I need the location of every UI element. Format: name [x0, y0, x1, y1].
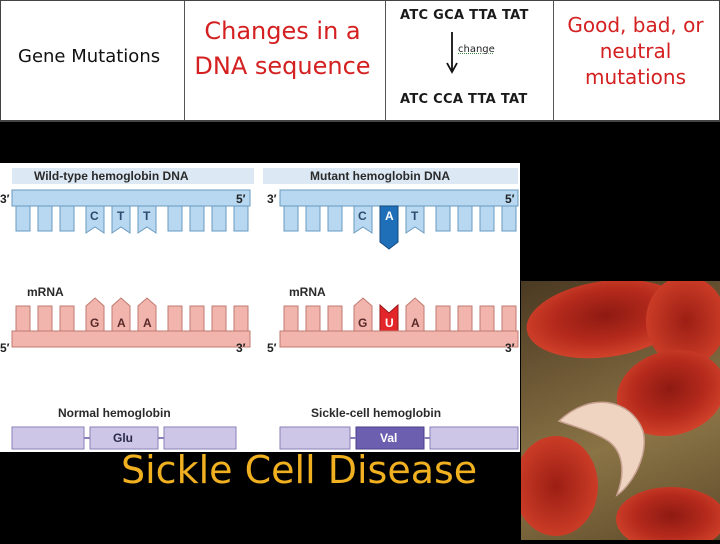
wild-mrna-base-1: G — [90, 316, 99, 330]
wild-amino-acid: Glu — [113, 431, 133, 445]
mutant-mrna-title: mRNA — [289, 285, 326, 299]
mutant-dna-base-1: C — [358, 209, 367, 223]
wild-mrna-base-2: A — [117, 316, 126, 330]
definition-table-row: Gene Mutations Changes in a DNA sequence… — [0, 0, 720, 122]
mutant-mrna-teeth — [284, 298, 516, 331]
classification-text: Good, bad, or neutral mutations — [558, 12, 713, 90]
mutated-sequence: ATC CCA TTA TAT — [400, 92, 550, 107]
wild-dna-strand — [12, 190, 250, 206]
mutant-mrna-5prime: 5′ — [267, 341, 277, 355]
sickle-cell-photo — [521, 281, 720, 540]
wild-mrna-5prime: 5′ — [0, 341, 10, 355]
rbc-left — [521, 436, 598, 536]
wild-protein-title: Normal hemoglobin — [58, 406, 171, 420]
definition-text: Changes in a DNA sequence — [190, 14, 375, 84]
wild-dna-3prime: 3′ — [0, 192, 10, 206]
down-arrow-icon — [445, 30, 459, 76]
mutant-mrna-3prime: 3′ — [505, 341, 515, 355]
wild-dna-base-1: C — [90, 209, 99, 223]
slide-title: Sickle Cell Disease — [121, 448, 477, 492]
wild-dna-base-2: T — [117, 209, 125, 223]
mutant-dna-base-3: T — [411, 209, 419, 223]
wild-dna-title: Wild-type hemoglobin DNA — [34, 169, 189, 183]
change-label: change — [458, 44, 495, 55]
mutant-dna-teeth — [284, 206, 516, 233]
hemoglobin-mutation-diagram: Wild-type hemoglobin DNA 3′ 5′ C T T mRN… — [0, 163, 520, 452]
red-blood-cells-illustration — [521, 281, 720, 540]
mutant-dna-base-2: A — [385, 209, 394, 223]
mutant-dna-3prime: 3′ — [267, 192, 277, 206]
mutant-dna-5prime: 5′ — [505, 192, 515, 206]
wild-dna-base-3: T — [143, 209, 151, 223]
wild-mrna-3prime: 3′ — [236, 341, 246, 355]
original-sequence: ATC GCA TTA TAT — [400, 8, 550, 23]
mutant-dna-title: Mutant hemoglobin DNA — [310, 169, 450, 183]
wild-mrna-title: mRNA — [27, 285, 64, 299]
wild-dna-teeth — [16, 206, 248, 233]
wild-mrna-base-3: A — [143, 316, 152, 330]
diagram-canvas: Wild-type hemoglobin DNA 3′ 5′ C T T mRN… — [0, 163, 520, 452]
rbc-bottom — [616, 487, 720, 540]
mutant-dna-strand — [280, 190, 518, 206]
mutant-protein-title: Sickle-cell hemoglobin — [311, 406, 441, 420]
wild-mrna-teeth — [16, 298, 248, 331]
mutant-mrna-strand — [280, 331, 518, 347]
term-text: Gene Mutations — [18, 46, 160, 67]
wild-dna-5prime: 5′ — [236, 192, 246, 206]
mutant-mrna-base-3: A — [411, 316, 420, 330]
mutant-mrna-base-2: U — [385, 316, 394, 330]
mutant-mrna-base-1: G — [358, 316, 367, 330]
mutant-amino-acid: Val — [380, 431, 397, 445]
wild-mrna-strand — [12, 331, 250, 347]
